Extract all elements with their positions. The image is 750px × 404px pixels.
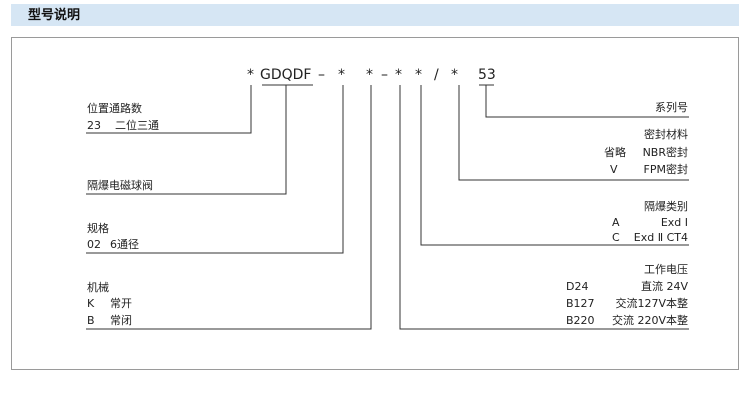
- connector-exproof: [420, 85, 689, 246]
- connector-series: [485, 85, 689, 118]
- voltage-code-d24: D24: [566, 280, 589, 293]
- voltage-code-b127: B127: [566, 297, 595, 310]
- exproof-code-c: C: [612, 231, 620, 244]
- code-star-ports: *: [247, 67, 254, 83]
- code-star-seal: *: [451, 67, 458, 83]
- spec-heading: 规格: [87, 222, 109, 235]
- seal-code-default: 省略: [604, 146, 626, 159]
- connector-voltage: [399, 85, 689, 330]
- series-heading: 系列号: [655, 101, 688, 114]
- connector-mechanical: [86, 85, 372, 330]
- exproof-heading: 隔爆类别: [644, 200, 688, 213]
- ports-code: 23: [87, 119, 101, 132]
- seal-heading: 密封材料: [644, 128, 688, 141]
- code-star-voltage: *: [395, 67, 402, 83]
- ports-desc: 二位三通: [115, 119, 159, 132]
- voltage-desc-b127: 交流127V本整: [615, 297, 688, 310]
- explosion-proof-heading: 隔爆电磁球阀: [87, 179, 153, 192]
- mechanical-code-k: K: [87, 297, 95, 310]
- spec-desc: 6通径: [110, 238, 139, 251]
- seal-code-v: V: [610, 163, 618, 176]
- code-star-exproof: *: [415, 67, 422, 83]
- code-dash-2: –: [381, 67, 388, 83]
- code-star-mech: *: [366, 67, 373, 83]
- voltage-heading: 工作电压: [644, 263, 688, 276]
- connector-ports: [86, 85, 252, 134]
- code-base: GDQDF: [260, 67, 312, 83]
- section-title: 型号说明: [28, 8, 81, 23]
- seal-desc-default: NBR密封: [642, 146, 688, 159]
- mechanical-desc-k: 常开: [110, 297, 132, 310]
- seal-desc-v: FPM密封: [643, 163, 688, 176]
- spec-code: 02: [87, 238, 101, 251]
- mechanical-desc-b: 常闭: [110, 314, 132, 327]
- ports-heading: 位置通路数: [87, 102, 142, 115]
- connector-spec: [86, 85, 344, 254]
- voltage-code-b220: B220: [566, 314, 595, 327]
- mechanical-code-b: B: [87, 314, 95, 327]
- code-suffix: 53: [478, 67, 496, 83]
- exproof-desc-a: Exd Ⅰ: [660, 216, 688, 229]
- code-star-spec: *: [338, 67, 345, 83]
- voltage-desc-d24: 直流 24V: [640, 280, 688, 293]
- code-slash: /: [434, 67, 439, 83]
- diagram-frame: [11, 37, 739, 370]
- exproof-code-a: A: [612, 216, 620, 229]
- connector-explosion-proof: [86, 85, 287, 195]
- connector-seal: [458, 85, 689, 181]
- mechanical-heading: 机械: [87, 281, 109, 294]
- voltage-desc-b220: 交流 220V本整: [611, 314, 688, 327]
- header-bar: 型号说明: [11, 4, 739, 26]
- code-dash-1: –: [318, 67, 325, 83]
- exproof-desc-c: Exd Ⅱ CT4: [633, 231, 688, 244]
